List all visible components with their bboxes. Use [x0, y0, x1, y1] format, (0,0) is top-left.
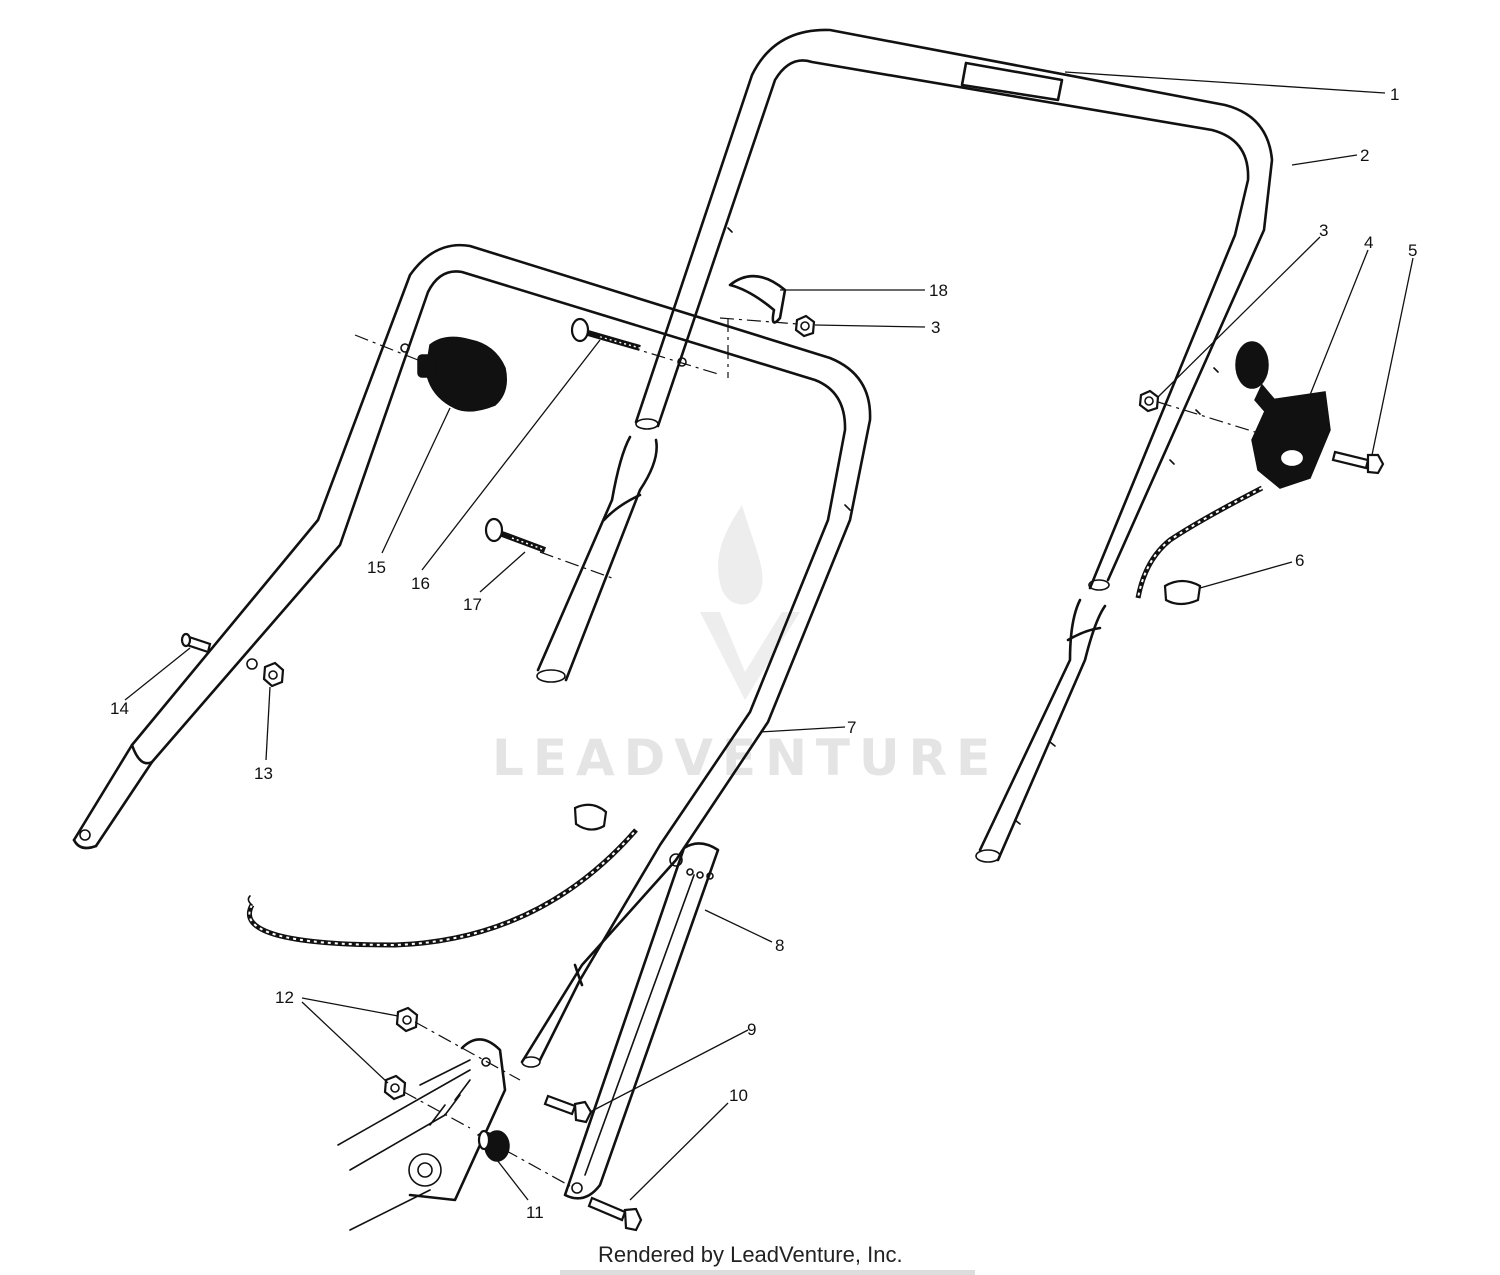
bolt-10 — [587, 1196, 643, 1232]
throttle-cable — [1135, 485, 1264, 599]
callout-12: 12 — [275, 988, 294, 1007]
callout-18: 18 — [929, 281, 948, 300]
callout-5: 5 — [1408, 241, 1417, 260]
callout-2: 2 — [1360, 146, 1369, 165]
footer-credit: Rendered by LeadVenture, Inc. — [598, 1242, 903, 1267]
bushing-11 — [477, 1129, 510, 1162]
handle-knob — [417, 336, 507, 412]
watermark-text: LEADVENTURE — [492, 729, 999, 787]
upper-handle-lower-tube-right — [975, 598, 1107, 863]
carriage-bolt-17 — [484, 517, 547, 553]
upper-handle-lower-tube-left — [536, 435, 658, 683]
callout-9: 9 — [747, 1020, 756, 1039]
callout-14: 14 — [110, 699, 129, 718]
mower-deck-fragment — [337, 1038, 507, 1231]
callout-15: 15 — [367, 558, 386, 577]
upper-handle — [634, 28, 1274, 591]
cable-clip-loose — [573, 803, 608, 831]
callout-11: 11 — [526, 1203, 544, 1222]
nut-13 — [262, 661, 285, 688]
carriage-bolt-16 — [570, 317, 641, 351]
cable-guide-18 — [728, 274, 787, 324]
footer-underline — [560, 1270, 975, 1275]
callout-1: 1 — [1390, 85, 1399, 104]
handle-bracket — [563, 842, 720, 1200]
callout-6: 6 — [1295, 551, 1304, 570]
callout-3-upper: 3 — [931, 318, 940, 337]
assembly-lines — [354, 317, 1256, 1187]
bolt-5 — [1331, 450, 1385, 475]
callout-13: 13 — [254, 764, 273, 783]
callout-17: 17 — [463, 595, 482, 614]
leadventure-watermark-logo — [700, 505, 800, 700]
callout-4: 4 — [1364, 233, 1373, 252]
pin-14 — [180, 632, 212, 654]
throttle-control — [1235, 341, 1331, 489]
nut-3-right — [1138, 389, 1160, 413]
callout-leaders — [124, 71, 1414, 1201]
callout-3-right: 3 — [1319, 221, 1328, 240]
callout-7: 7 — [847, 718, 856, 737]
callout-16: 16 — [411, 574, 430, 593]
bolt-9 — [543, 1094, 593, 1124]
nut-3-upper — [794, 314, 816, 338]
nut-12-upper — [395, 1006, 419, 1033]
cable-clip-6 — [1163, 579, 1202, 606]
callout-8: 8 — [775, 936, 784, 955]
lower-handle — [72, 243, 872, 1068]
control-cable — [247, 828, 638, 948]
callout-10: 10 — [729, 1086, 748, 1105]
nut-12-lower — [383, 1074, 407, 1101]
